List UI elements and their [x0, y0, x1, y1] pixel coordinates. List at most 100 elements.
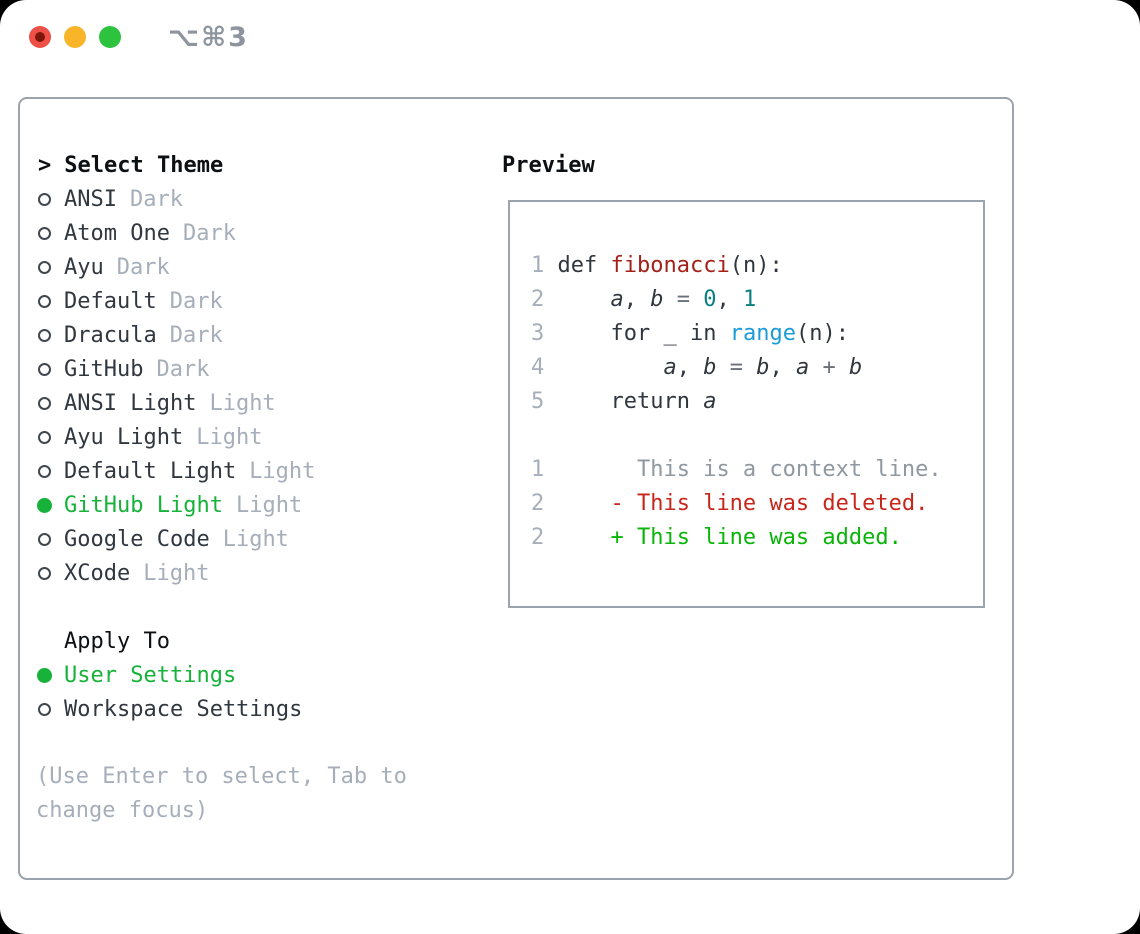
apply-option-user-settings[interactable]: User Settings — [36, 658, 302, 692]
code-token-del: - This line was deleted. — [557, 491, 929, 516]
code-token-pl: (n): — [795, 321, 849, 346]
theme-option-default-light[interactable]: Default Light Light — [36, 454, 315, 488]
code-token-pl — [690, 389, 703, 414]
line-number: 3 — [531, 321, 558, 346]
option-name: Workspace Settings — [64, 696, 303, 722]
code-token-id: a — [795, 355, 810, 380]
theme-variant: Light — [209, 390, 276, 416]
code-token-op: = — [663, 287, 704, 312]
theme-variant: Dark — [129, 186, 183, 212]
radio-icon — [38, 260, 51, 274]
theme-variant: Dark — [169, 288, 223, 314]
code-token-kw: for — [610, 321, 651, 346]
option-name: Default — [64, 288, 157, 314]
code-line: 3 for _ in range(n): — [531, 321, 942, 355]
radio-icon — [38, 192, 51, 206]
option-name: Default Light — [64, 458, 237, 484]
code-token-pl: , — [676, 355, 704, 380]
code-line: 1 This is a context line. — [531, 457, 942, 491]
code-line: 1 def fibonacci(n): — [531, 253, 942, 287]
code-token-pl: , — [623, 287, 651, 312]
radio-icon — [38, 464, 51, 478]
theme-list-header: > Select Theme — [38, 148, 223, 182]
theme-option-dracula[interactable]: Dracula Dark — [36, 318, 315, 352]
theme-option-atom-one[interactable]: Atom One Dark — [36, 216, 315, 250]
radio-icon — [38, 430, 51, 444]
hint-text: (Use Enter to select, Tab to change focu… — [36, 764, 407, 823]
code-token-pl — [558, 355, 664, 380]
theme-option-default[interactable]: Default Dark — [36, 284, 315, 318]
code-token-pl — [558, 389, 611, 414]
zoom-button[interactable] — [99, 26, 121, 48]
titlebar[interactable]: ⌥⌘3 — [0, 0, 1140, 75]
line-number: 2 — [531, 287, 558, 312]
option-name: GitHub — [64, 356, 144, 382]
code-token-pl — [597, 253, 610, 278]
radio-icon — [38, 362, 51, 376]
code-token-id: b — [848, 355, 863, 380]
line-number: 5 — [531, 389, 558, 414]
close-button[interactable] — [29, 26, 51, 48]
code-token-op: = — [716, 355, 757, 380]
option-name: Google Code — [64, 526, 210, 552]
code-token-num: 0 — [703, 287, 717, 312]
option-name: Ayu — [64, 254, 104, 280]
prompt-icon: > — [38, 152, 52, 178]
radio-selected-icon — [37, 497, 52, 513]
option-name: Dracula — [64, 322, 157, 348]
theme-option-ansi-light[interactable]: ANSI Light Light — [36, 386, 315, 420]
theme-variant: Light — [249, 458, 316, 484]
code-token-num: 1 — [742, 287, 757, 312]
theme-option-ansi[interactable]: ANSI Dark — [36, 182, 315, 216]
line-number: 2 — [531, 491, 558, 516]
window-shortcut-label: ⌥⌘3 — [168, 22, 249, 53]
option-name: Atom One — [64, 220, 170, 246]
code-token-pl: , — [716, 287, 743, 312]
theme-list-title: Select Theme — [64, 152, 224, 178]
line-number: 2 — [531, 525, 558, 550]
option-name: ANSI — [64, 186, 117, 212]
radio-icon — [38, 396, 51, 410]
theme-variant: Dark — [182, 220, 236, 246]
code-line: 5 return a — [531, 389, 942, 423]
code-token-pl: (n): — [729, 253, 783, 278]
option-name: ANSI Light — [64, 390, 197, 416]
radio-icon — [38, 566, 51, 580]
code-token-kw: return — [610, 389, 690, 414]
minimize-button[interactable] — [64, 26, 86, 48]
theme-option-ayu[interactable]: Ayu Dark — [36, 250, 315, 284]
code-token-pl: _ — [650, 321, 690, 346]
theme-variant: Dark — [116, 254, 170, 280]
code-token-pl: , — [769, 355, 796, 380]
apply-option-workspace-settings[interactable]: Workspace Settings — [36, 692, 302, 726]
code-token-pl — [558, 321, 611, 346]
option-name: User Settings — [64, 662, 237, 688]
code-token-pl — [716, 321, 729, 346]
option-name: Ayu Light — [64, 424, 184, 450]
radio-icon — [38, 294, 51, 308]
theme-variant: Dark — [169, 322, 223, 348]
code-token-id: a — [663, 355, 677, 380]
code-token-fn: fibonacci — [610, 253, 730, 278]
option-name: GitHub Light — [64, 492, 223, 518]
code-line: 2 - This line was deleted. — [531, 491, 942, 525]
code-token-kw: def — [557, 253, 598, 278]
code-token-id: b — [756, 355, 770, 380]
line-number: 1 — [531, 457, 558, 482]
option-name: XCode — [64, 560, 131, 586]
line-number: 4 — [531, 355, 558, 380]
code-token-ctx: This is a context line. — [557, 457, 942, 482]
code-line — [531, 423, 942, 457]
radio-icon — [38, 702, 51, 716]
close-dot-icon — [35, 32, 45, 42]
code-token-add: + This line was added. — [557, 525, 902, 550]
radio-icon — [38, 328, 51, 342]
